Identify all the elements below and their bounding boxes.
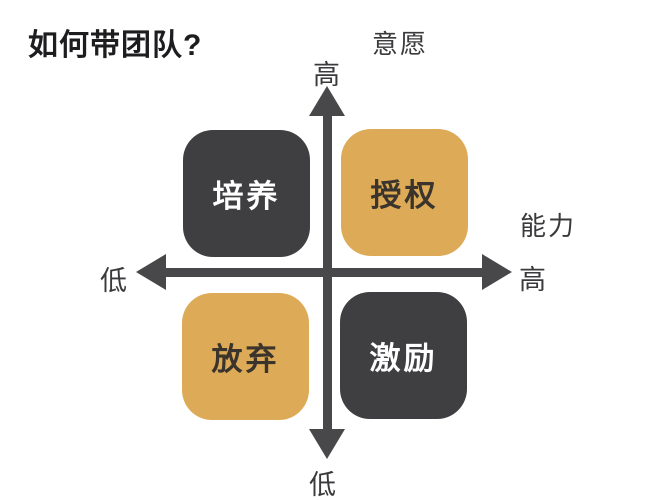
- vertical-axis-high-label: 高: [313, 60, 342, 90]
- quadrant-label: 激励: [369, 341, 438, 376]
- quadrant-label: 培养: [212, 179, 281, 214]
- page-title: 如何带团队?: [28, 29, 203, 62]
- quadrant-label: 放弃: [211, 342, 280, 377]
- quadrant-motivate: 激励: [340, 292, 467, 419]
- quadrant-cultivate: 培养: [183, 130, 310, 257]
- horizontal-axis-name: 能力: [520, 211, 577, 241]
- arrow-right-icon: [482, 254, 512, 290]
- horizontal-axis-low-label: 低: [100, 266, 129, 296]
- vertical-axis-low-label: 低: [309, 470, 338, 500]
- quadrant-delegate: 授权: [341, 129, 468, 256]
- quadrant-abandon: 放弃: [182, 293, 309, 420]
- arrow-down-icon: [309, 429, 345, 459]
- arrow-up-icon: [309, 86, 345, 116]
- quadrant-label: 授权: [370, 178, 439, 213]
- horizontal-axis-line: [164, 268, 484, 277]
- horizontal-axis-high-label: 高: [519, 265, 548, 295]
- vertical-axis-name: 意愿: [372, 29, 429, 59]
- arrow-left-icon: [136, 254, 166, 290]
